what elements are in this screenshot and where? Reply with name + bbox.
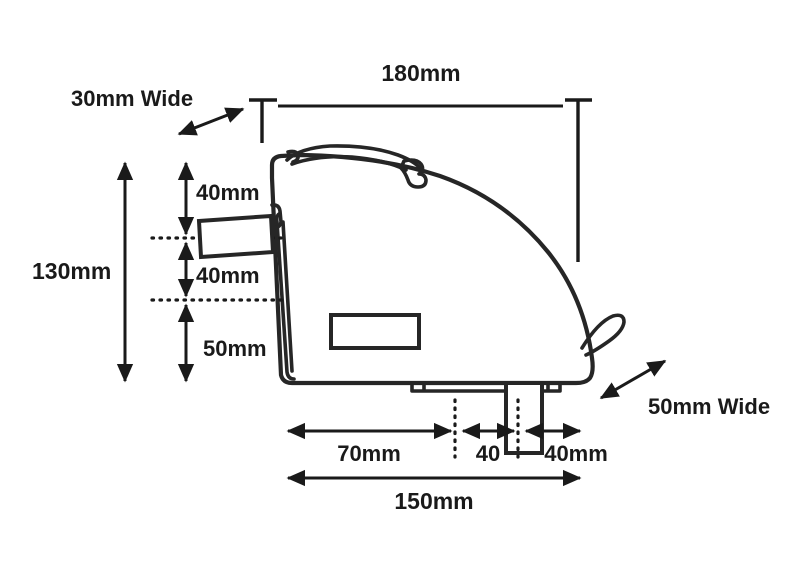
dim-label-130mm: 130mm — [32, 258, 111, 284]
dim-label-30mm-wide: 30mm Wide — [71, 86, 193, 111]
dim-left-total: 130mm — [32, 161, 134, 383]
bag-body-outline — [269, 152, 595, 386]
side-strap-rect — [196, 213, 276, 260]
dim-label-40-mid: 40 — [476, 441, 500, 466]
dim-label-70mm: 70mm — [337, 441, 401, 466]
dim-label-seg-middle: 40mm — [196, 263, 260, 288]
dim-label-seg-upper: 40mm — [196, 180, 260, 205]
top-cord-strap-lower — [290, 154, 408, 172]
rear-pull-loop — [580, 313, 626, 357]
dim-label-150mm: 150mm — [394, 488, 473, 514]
cord-toggle — [399, 158, 428, 189]
dim-segment-stack: 40mm 40mm 50mm — [150, 161, 289, 383]
diagonal-arrow-50mm — [599, 359, 667, 400]
cord-keeper-loop — [286, 149, 300, 164]
dim-bottom-chain: 70mm 40 40mm 150mm — [286, 398, 608, 514]
dim-label-50mm-wide: 50mm Wide — [648, 394, 770, 419]
bag-side-seam-inner — [281, 220, 294, 373]
dim-front-depth: 30mm Wide — [71, 86, 245, 136]
side-attachment-strap — [196, 213, 276, 260]
bag-illustration — [269, 144, 626, 455]
dim-label-seg-lower: 50mm — [203, 336, 267, 361]
bag-side-seam — [274, 212, 296, 381]
bottom-mount-tab — [504, 381, 544, 455]
dim-rear-depth: 50mm Wide — [599, 359, 770, 419]
bottom-webbing — [410, 382, 562, 393]
strap-anchor-upper — [270, 203, 283, 230]
dim-label-40mm-right: 40mm — [544, 441, 608, 466]
dim-top-width: 180mm — [249, 60, 592, 262]
label-patch — [329, 313, 421, 350]
diagonal-arrow-30mm — [177, 107, 245, 136]
dim-label-180mm: 180mm — [381, 60, 460, 86]
